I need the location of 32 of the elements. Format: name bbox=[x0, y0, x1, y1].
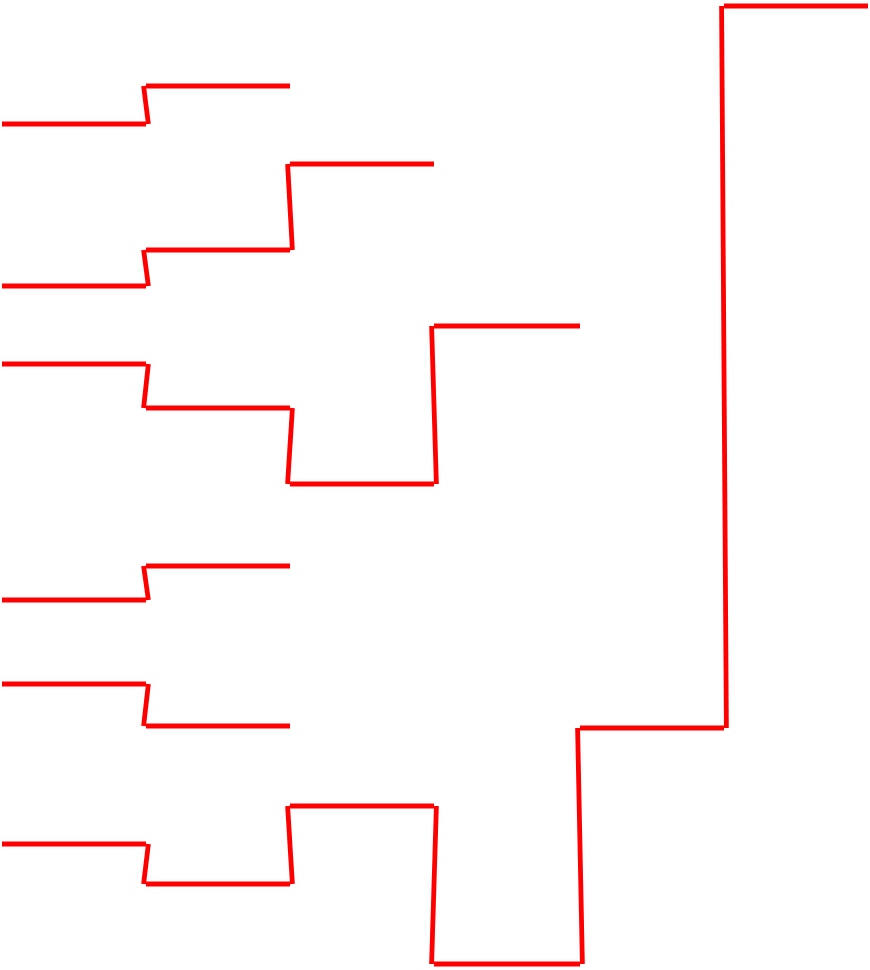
connector-line bbox=[575, 727, 585, 965]
bracket-line bbox=[0, 283, 149, 289]
bracket-line bbox=[0, 361, 149, 367]
connector-line bbox=[285, 407, 295, 485]
bracket-line bbox=[0, 121, 149, 127]
bracket-line bbox=[431, 961, 583, 967]
connector-line bbox=[141, 363, 151, 409]
connector-line bbox=[429, 805, 439, 965]
bracket-line bbox=[721, 3, 870, 9]
bracket-line bbox=[143, 83, 293, 89]
bracket-line bbox=[143, 247, 293, 253]
bracket-line bbox=[143, 723, 293, 729]
connector-line bbox=[141, 565, 151, 601]
bracket-line bbox=[0, 597, 149, 603]
connector-line bbox=[285, 805, 295, 885]
connector-line bbox=[429, 325, 439, 485]
bracket-line bbox=[0, 841, 149, 847]
bracket-line bbox=[287, 161, 437, 167]
bracket-line bbox=[577, 725, 727, 731]
bracket-line bbox=[287, 481, 437, 487]
bracket-line bbox=[431, 323, 583, 329]
connector-line bbox=[719, 6, 729, 728]
bracket-line bbox=[143, 881, 293, 887]
connector-line bbox=[141, 683, 151, 727]
connector-line bbox=[141, 249, 151, 287]
connector-line bbox=[141, 85, 151, 125]
bracket-line bbox=[287, 803, 437, 809]
bracket-line bbox=[143, 563, 293, 569]
bracket-line bbox=[143, 405, 293, 411]
connector-line bbox=[141, 843, 151, 885]
connector-line bbox=[285, 163, 295, 251]
bracket-line bbox=[0, 681, 149, 687]
